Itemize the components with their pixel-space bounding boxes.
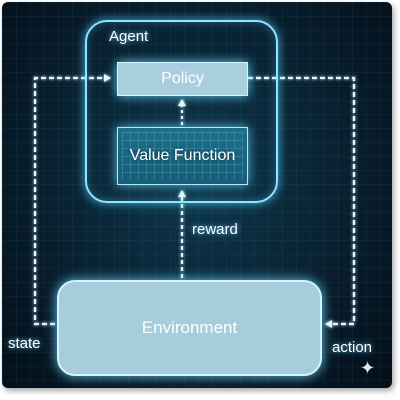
value-function-box: Value Function xyxy=(117,127,248,185)
agent-container: Agent xyxy=(85,20,278,203)
state-arrow xyxy=(33,74,111,326)
value-function-label: Value Function xyxy=(129,147,236,164)
sparkle-icon: ✦ xyxy=(360,358,376,378)
agent-label: Agent xyxy=(109,28,149,45)
environment-box: Environment xyxy=(57,280,322,376)
action-label: action xyxy=(332,339,373,356)
diagram-canvas: Agent Policy Value Function Environment … xyxy=(2,2,392,388)
policy-box: Policy xyxy=(117,62,248,96)
reward-label: reward xyxy=(192,221,238,238)
policy-label: Policy xyxy=(161,70,204,87)
action-arrow xyxy=(248,76,356,328)
environment-label: Environment xyxy=(141,318,238,337)
connector-lines xyxy=(33,74,356,328)
state-label: state xyxy=(8,335,41,352)
